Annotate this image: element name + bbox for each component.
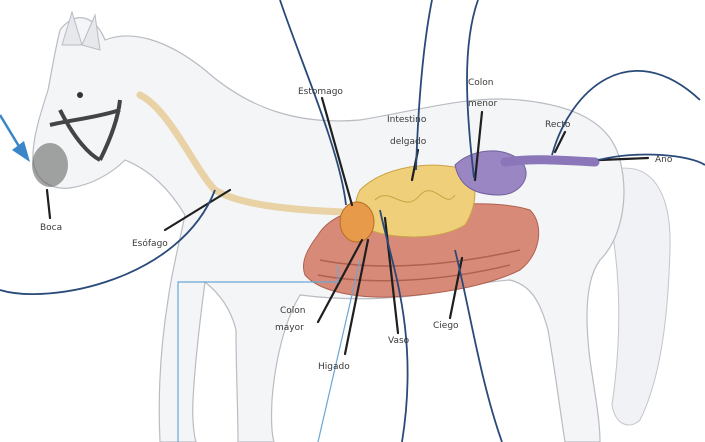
label-vaso: Vaso	[388, 336, 410, 346]
pointer-arrow	[0, 115, 30, 162]
label-ciego: Ciego	[433, 321, 459, 331]
label-intestino-line1: Intestino	[387, 115, 427, 125]
label-colon-mayor-line1: Colon	[280, 306, 306, 316]
label-intestino-line2: delgado	[390, 137, 427, 147]
stomach	[340, 202, 374, 242]
label-recto: Recto	[545, 120, 571, 130]
label-higado: Higado	[318, 362, 350, 372]
label-colon-menor-line1: Colon	[468, 78, 494, 88]
label-ano: Ano	[655, 155, 673, 165]
rectum-tube	[505, 160, 595, 162]
label-boca: Boca	[40, 223, 62, 233]
label-esofago: Esófago	[132, 238, 168, 249]
label-colon-mayor-line2: mayor	[275, 323, 304, 333]
label-estomago: Estomago	[298, 87, 343, 97]
label-colon-menor-line2: menor	[468, 99, 498, 109]
